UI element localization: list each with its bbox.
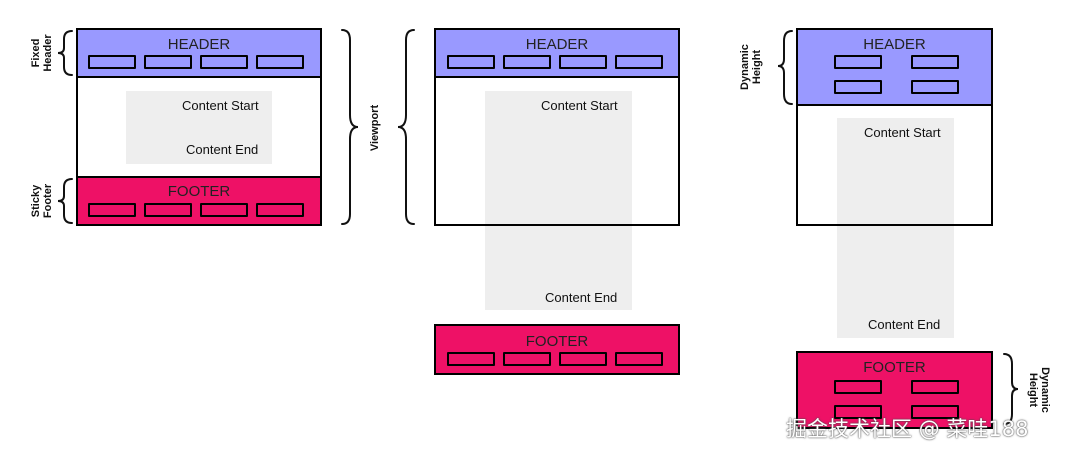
footer-item: [911, 380, 959, 394]
dynamic-height-header-label: Dynamic Height: [739, 44, 763, 90]
brace-viewport-left: [397, 29, 415, 225]
nav-item: [447, 55, 495, 69]
content-area-1: [126, 91, 272, 164]
sticky-footer-label: Sticky Footer: [30, 183, 54, 219]
footer-item: [834, 380, 882, 394]
header-block-2: HEADER: [434, 28, 680, 78]
footer-block-1: FOOTER: [76, 176, 322, 226]
footer-item: [503, 352, 551, 366]
footer-item: [256, 203, 304, 217]
brace-sticky-footer: [57, 178, 73, 224]
fixed-header-label: Fixed Header: [30, 34, 54, 72]
footer-item: [200, 203, 248, 217]
watermark-text: 掘金技术社区 @ 菜哇188: [786, 417, 1029, 441]
nav-item: [503, 55, 551, 69]
content-start-text: Content Start: [182, 98, 259, 113]
footer-item: [447, 352, 495, 366]
nav-item: [911, 80, 959, 94]
footer-item: [144, 203, 192, 217]
footer-item: [615, 352, 663, 366]
header-title: HEADER: [525, 36, 589, 53]
nav-item: [834, 55, 882, 69]
nav-item: [559, 55, 607, 69]
footer-item: [559, 352, 607, 366]
footer-item: [911, 405, 959, 419]
content-end-text: Content End: [186, 142, 259, 157]
nav-item: [88, 55, 136, 69]
nav-item: [200, 55, 248, 69]
footer-item: [834, 405, 882, 419]
nav-item: [256, 55, 304, 69]
header-block-1: HEADER: [76, 28, 322, 78]
dynamic-height-footer-label: Dynamic Height: [1027, 367, 1051, 413]
footer-block-3: FOOTER: [796, 351, 993, 429]
viewport-label: Viewport: [369, 104, 381, 152]
nav-item: [615, 55, 663, 69]
nav-item: [911, 55, 959, 69]
footer-title: FOOTER: [525, 333, 589, 350]
content-start-text: Content Start: [864, 125, 941, 140]
footer-title: FOOTER: [863, 359, 926, 376]
header-title: HEADER: [167, 36, 231, 53]
brace-fixed-header: [57, 30, 73, 76]
nav-item: [834, 80, 882, 94]
header-block-3: HEADER: [796, 28, 993, 106]
header-title: HEADER: [863, 36, 926, 53]
brace-dynamic-header: [777, 30, 793, 105]
brace-viewport-right: [341, 29, 359, 225]
content-area-2: [485, 91, 632, 310]
content-start-text: Content Start: [541, 98, 618, 113]
content-area-3: [837, 118, 954, 338]
footer-item: [88, 203, 136, 217]
nav-item: [144, 55, 192, 69]
content-end-text: Content End: [868, 317, 941, 332]
footer-block-2: FOOTER: [434, 324, 680, 375]
content-end-text: Content End: [545, 290, 618, 305]
footer-title: FOOTER: [167, 183, 231, 200]
